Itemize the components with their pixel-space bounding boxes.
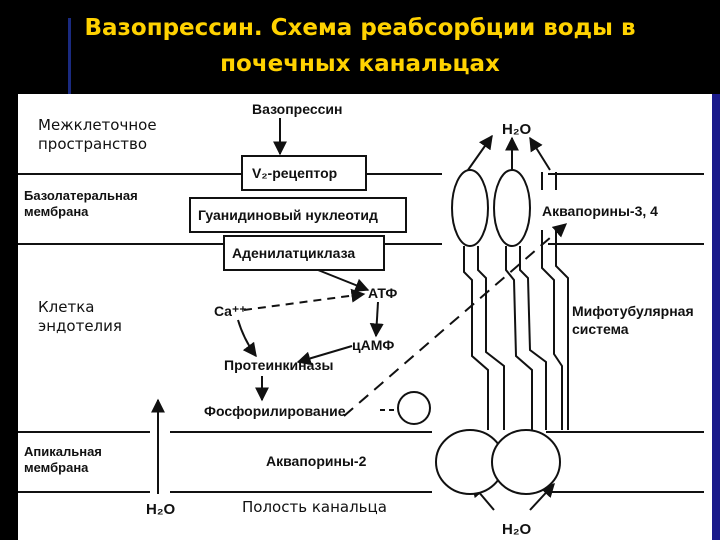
camp-label: цАМФ xyxy=(352,337,394,353)
kinases-label: Протеинкиназы xyxy=(224,357,333,373)
arrow-water-up-3 xyxy=(529,136,551,171)
apical-label-2: мембрана xyxy=(24,460,89,475)
microtubule-label-1: Мифотубулярная xyxy=(572,303,694,319)
cell-label-line-2: эндотелия xyxy=(38,317,122,335)
basolateral-label-2: мембрана xyxy=(24,204,89,219)
diagram-area: Вазопрессин V₂-рецептор Гуанидиновый нук… xyxy=(18,94,706,540)
title-line-2: почечных канальцах xyxy=(220,51,500,77)
water-top-label: H₂O xyxy=(502,121,531,138)
arrow-camp-kinases xyxy=(296,345,353,366)
microtubule-system xyxy=(463,172,569,430)
title-accent-line xyxy=(68,18,71,94)
right-accent-bar xyxy=(712,94,720,540)
cell-label: Клетка эндотелия xyxy=(38,298,122,336)
interstitial-label-line-1: Межклеточное xyxy=(38,116,157,134)
phosphorylation-label: Фосфорилирование xyxy=(204,403,346,419)
nucleotide-box xyxy=(189,197,407,233)
title-bar: Вазопрессин. Схема реабсорбции воды в по… xyxy=(0,0,720,94)
arrow-cyclase-atp xyxy=(317,269,370,292)
interstitial-label-line-2: пространство xyxy=(38,135,148,153)
apical-membrane xyxy=(18,431,704,493)
aquaporin-4-channel xyxy=(493,169,531,247)
arrow-atp-camp xyxy=(369,301,384,338)
phosphorylated-vesicle xyxy=(397,391,431,425)
aquaporin2-label: Аквапорины-2 xyxy=(266,453,367,469)
aquaporin-3-channel xyxy=(451,169,489,247)
apical-label-1: Апикальная xyxy=(24,444,102,459)
water-left-label: H₂O xyxy=(146,501,175,518)
arrow-calcium-kinases xyxy=(237,319,257,358)
arrow-calcium-atp xyxy=(243,288,366,311)
diagram-svg: Вазопрессин V₂-рецептор Гуанидиновый нук… xyxy=(18,101,704,538)
cyclase-box xyxy=(223,235,385,271)
basolateral-label-1: Базолатеральная xyxy=(24,188,138,203)
lumen-label: Полость канальца xyxy=(242,498,387,516)
arrow-water-up-1 xyxy=(467,134,493,171)
cell-label-line-1: Клетка xyxy=(38,298,95,316)
title-line-1: Вазопрессин. Схема реабсорбции воды в xyxy=(84,15,636,41)
atp-label: АТФ xyxy=(368,285,397,301)
v2-receptor-box xyxy=(241,155,367,191)
water-bottom-label: H₂O xyxy=(502,521,531,538)
nucleotide-label: Гуанидиновый нуклеотид xyxy=(198,207,378,223)
calcium-label: Ca⁺⁺ xyxy=(214,303,247,319)
aquaporin-2-channel-right xyxy=(491,429,561,495)
aquaporin34-label: Аквапорины-3, 4 xyxy=(542,203,658,219)
right-border xyxy=(706,94,720,540)
interstitial-label: Межклеточное пространство xyxy=(38,116,157,154)
vasopressin-label: Вазопрессин xyxy=(252,101,342,117)
microtubule-label-2: система xyxy=(572,321,629,337)
v2-receptor-label: V₂-рецептор xyxy=(252,165,337,181)
dashed-arrow-aquaporin-transport xyxy=(343,223,568,417)
cyclase-label: Аденилатциклаза xyxy=(232,245,355,261)
left-border xyxy=(0,94,18,540)
arrow-water-in-2 xyxy=(529,482,555,511)
slide-title: Вазопрессин. Схема реабсорбции воды в по… xyxy=(0,10,720,82)
